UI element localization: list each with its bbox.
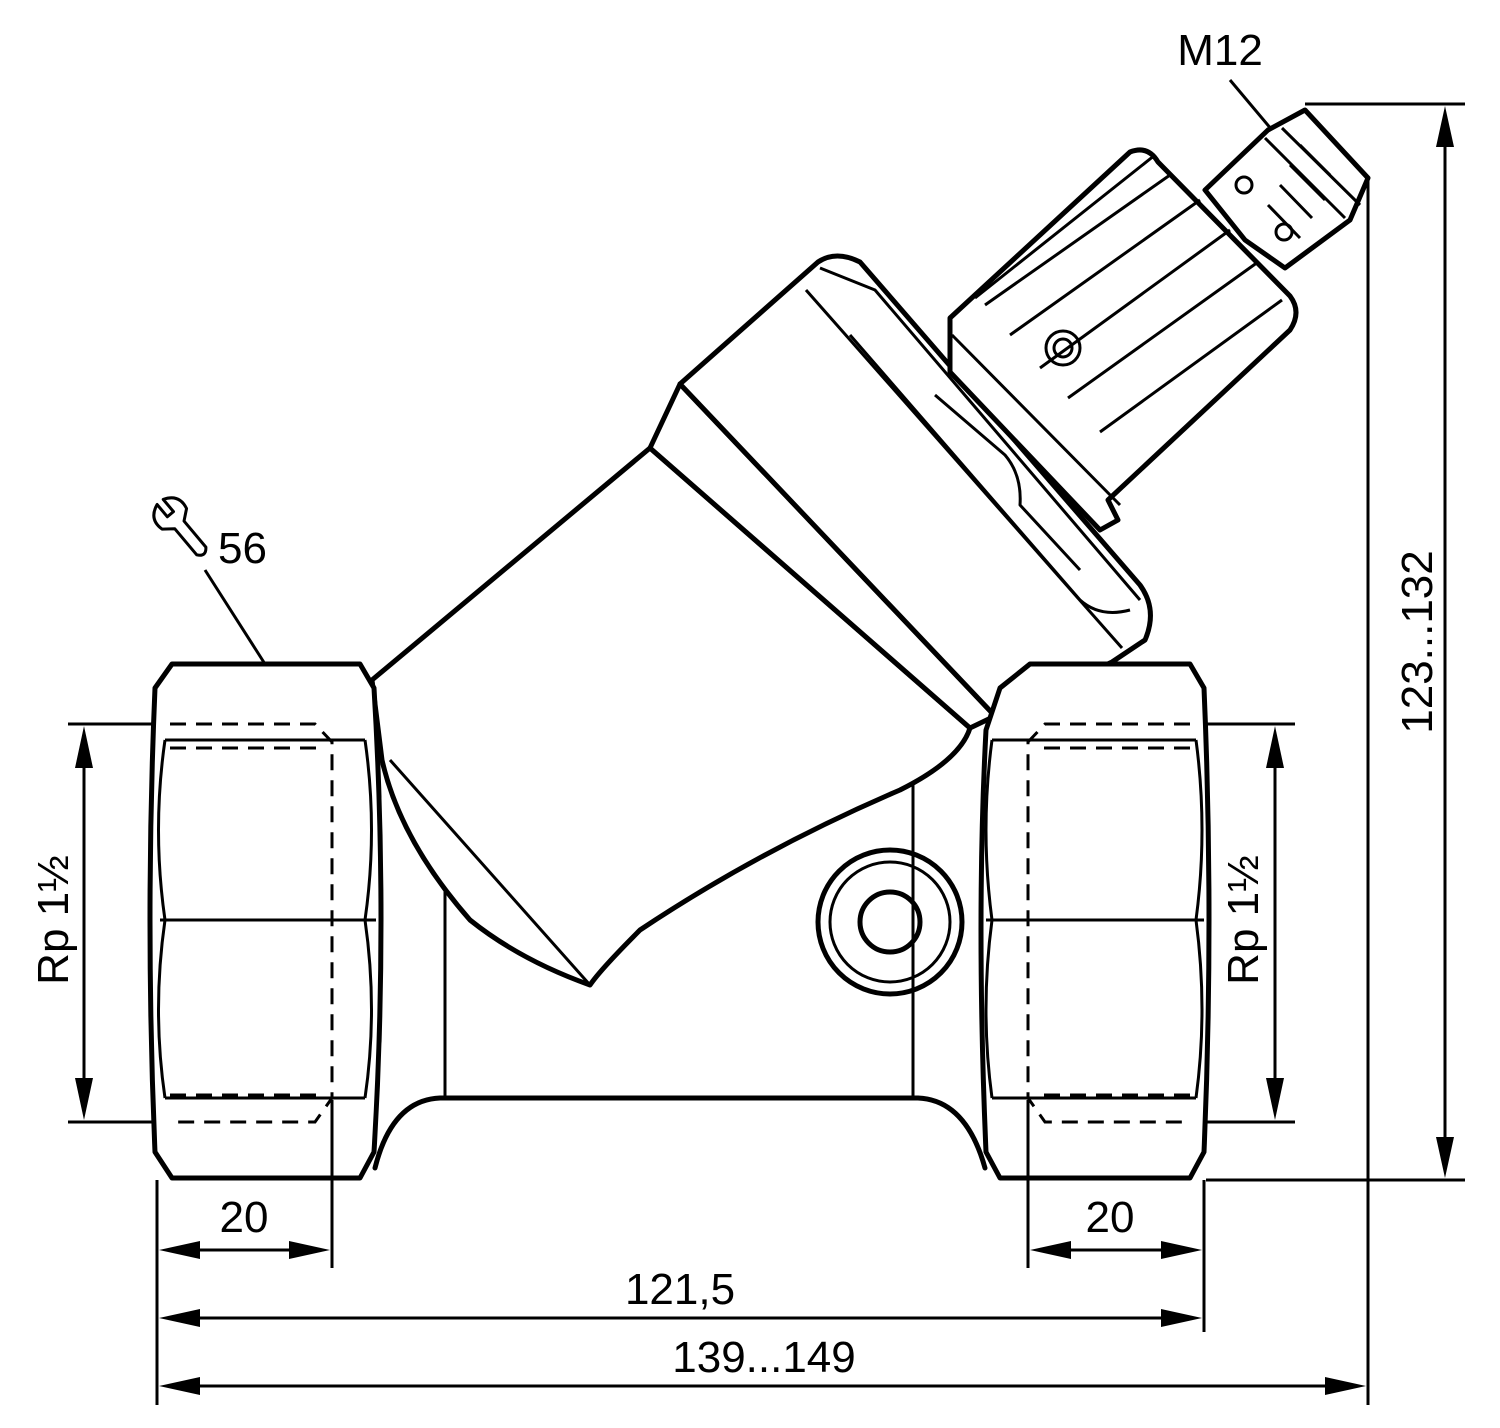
- dimension-lines: [68, 79, 1465, 1405]
- wrench-size-label: 56: [218, 524, 267, 573]
- wrench-icon: [152, 496, 208, 557]
- right-hex-nut: [978, 661, 1212, 1181]
- thread-left-label: Rp 1½: [29, 855, 78, 985]
- thread-right-label: Rp 1½: [1219, 855, 1268, 985]
- body-length-label: 121,5: [625, 1265, 735, 1314]
- valve-body: [372, 780, 988, 1171]
- overall-height-label: 123...132: [1393, 550, 1442, 734]
- connector-label: M12: [1177, 26, 1263, 75]
- thread-depth-left-label: 20: [220, 1193, 269, 1242]
- thread-depth-right-label: 20: [1086, 1193, 1135, 1242]
- overall-length-label: 139...149: [672, 1333, 856, 1382]
- sensor-housing: [369, 107, 1371, 988]
- left-hex-nut: [147, 661, 384, 1181]
